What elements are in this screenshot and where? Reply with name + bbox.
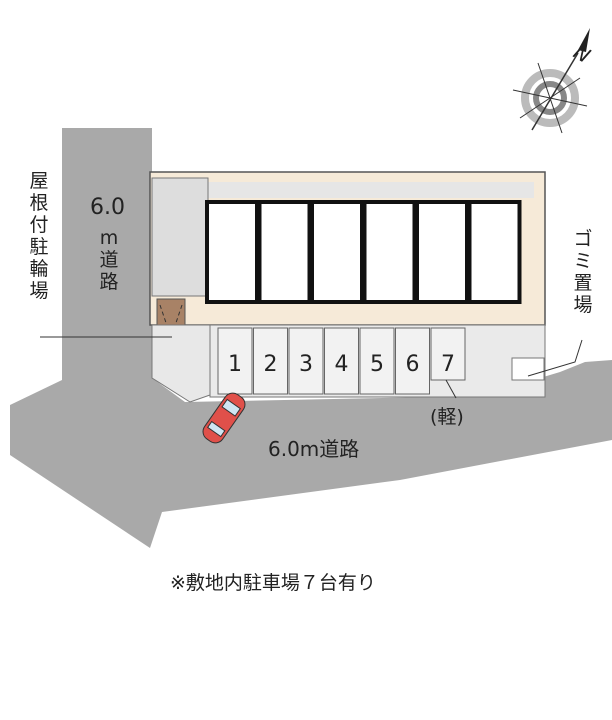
stair-area [151,177,209,297]
parking-stall-number: 5 [370,352,384,377]
parking-stall [395,327,430,395]
car-icon [202,392,246,444]
unit [257,200,312,304]
building-units [205,200,522,304]
garbage-label: ゴミ置場 [573,228,593,316]
parking-stall [288,327,324,395]
walkway [192,182,534,198]
kei-label: (軽) [430,406,464,428]
parking-stall-number: 1 [228,352,242,377]
bottom-road-label: 6.0m道路 [268,437,360,461]
garbage-area [511,357,545,381]
parking-stall-number: 4 [334,352,349,377]
left-road-label: m道路 [99,227,119,293]
apron [151,324,211,403]
parking-stall [253,327,288,395]
road [10,128,612,548]
parking-stalls [217,327,466,395]
parking-stall [324,327,359,395]
parking-stall [217,327,253,395]
parking-stall-number: 3 [299,352,313,377]
north-label: N [570,40,595,68]
unit [310,200,364,304]
parking-stall-number: 6 [405,352,420,377]
unit [467,200,522,304]
left-road-label-top: 6.0 [90,195,125,220]
bike-parking-label: 屋根付駐輪場 [29,170,49,302]
unit [362,200,417,304]
unit [415,200,469,304]
parking-stall-number: 7 [441,352,455,377]
footnote: ※敷地内駐車場７台有り [170,572,376,594]
unit [205,200,259,304]
parking-stall-number: 2 [263,352,278,377]
parking-stall [359,327,395,395]
compass-icon: N [512,28,595,134]
parking-stall [430,327,466,381]
